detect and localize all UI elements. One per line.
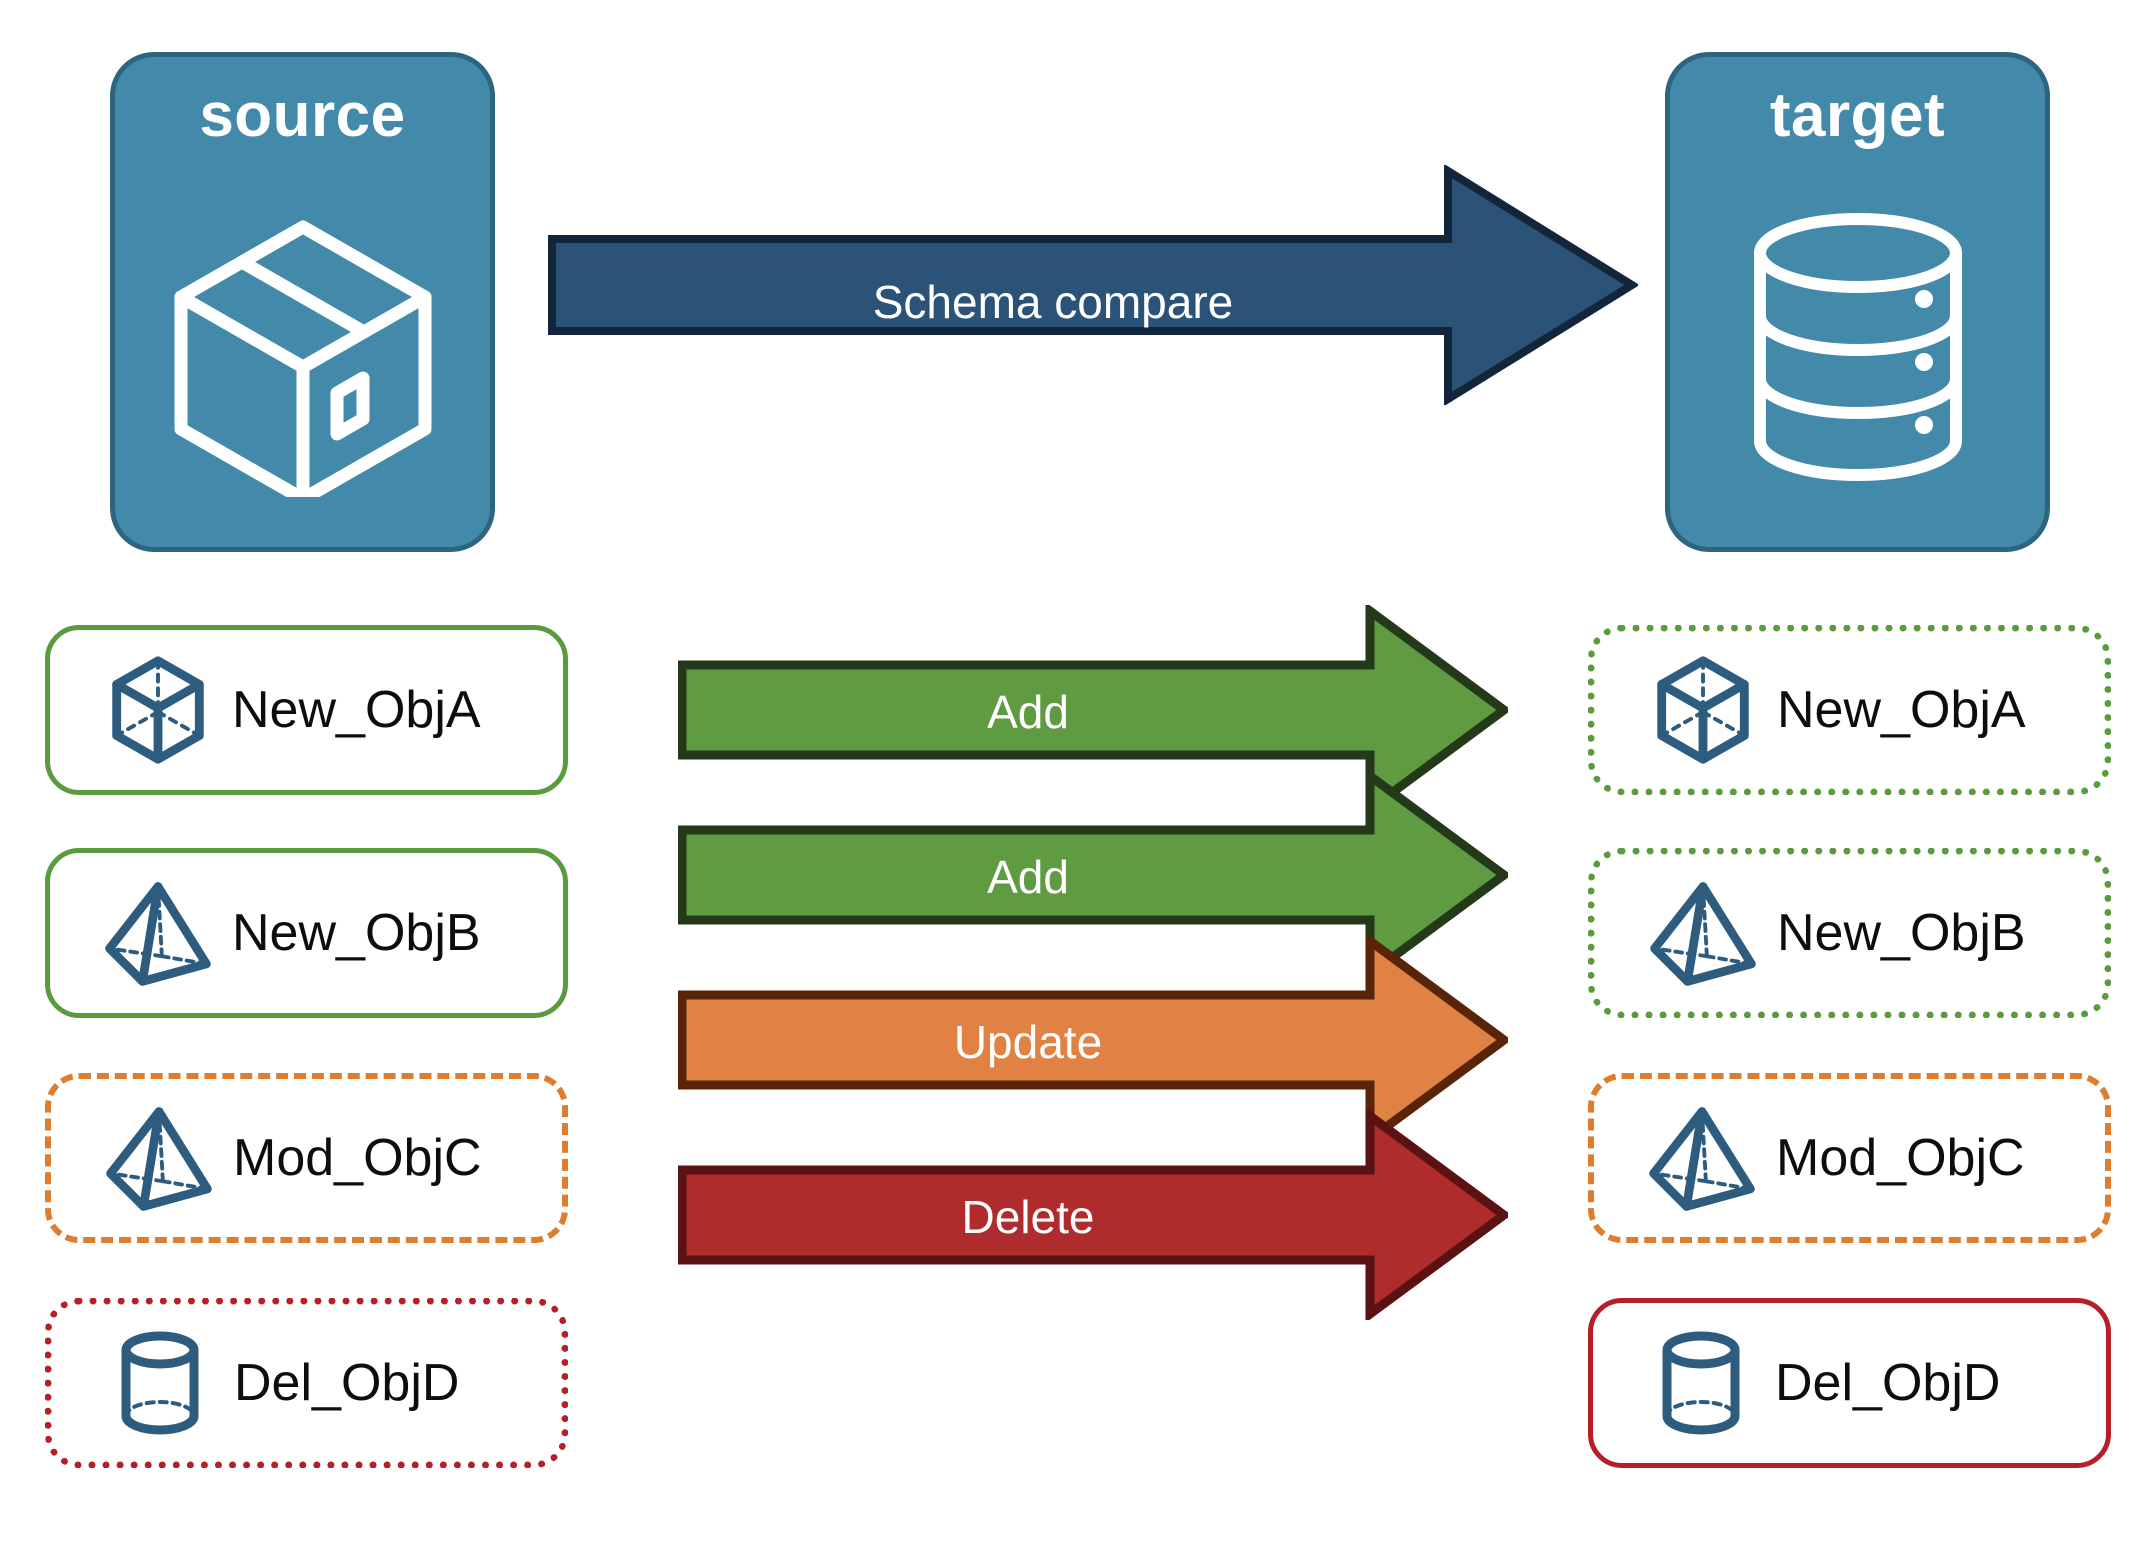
source-endpoint-card: source [110, 52, 495, 552]
row-arrow-delete [677, 1107, 1512, 1325]
target-object-box-3[interactable]: Del_ObjD [1588, 1298, 2111, 1468]
row-arrow-add-0 [677, 602, 1512, 820]
wireframe-pyramid-icon [99, 1098, 219, 1218]
wireframe-cylinder-icon [100, 1323, 220, 1443]
source-object-box-0[interactable]: New_ObjA [45, 625, 568, 795]
source-object-box-3[interactable]: Del_ObjD [45, 1298, 568, 1468]
schema-compare-arrow [548, 163, 1640, 407]
wireframe-pyramid-icon [1643, 873, 1763, 993]
target-object-label-2: Mod_ObjC [1776, 1129, 2025, 1187]
row-arrow-add-1 [677, 767, 1512, 985]
target-object-box-2[interactable]: Mod_ObjC [1588, 1073, 2111, 1243]
package-box-icon [115, 147, 490, 547]
target-object-label-0: New_ObjA [1777, 681, 2026, 739]
wireframe-cube-icon [1643, 650, 1763, 770]
source-object-box-2[interactable]: Mod_ObjC [45, 1073, 568, 1243]
row-arrow-update [677, 932, 1512, 1150]
target-object-label-3: Del_ObjD [1775, 1354, 2001, 1412]
source-object-label-1: New_ObjB [232, 904, 481, 962]
database-cylinder-icon [1670, 147, 2045, 547]
source-object-label-2: Mod_ObjC [233, 1129, 482, 1187]
source-object-label-0: New_ObjA [232, 681, 481, 739]
source-title: source [199, 81, 406, 150]
wireframe-pyramid-icon [1642, 1098, 1762, 1218]
target-object-label-1: New_ObjB [1777, 904, 2026, 962]
wireframe-cylinder-icon [1641, 1323, 1761, 1443]
source-object-box-1[interactable]: New_ObjB [45, 848, 568, 1018]
target-endpoint-card: target [1665, 52, 2050, 552]
target-object-box-0[interactable]: New_ObjA [1588, 625, 2111, 795]
target-title: target [1769, 81, 1946, 150]
source-object-label-3: Del_ObjD [234, 1354, 460, 1412]
wireframe-cube-icon [98, 650, 218, 770]
wireframe-pyramid-icon [98, 873, 218, 993]
target-object-box-1[interactable]: New_ObjB [1588, 848, 2111, 1018]
